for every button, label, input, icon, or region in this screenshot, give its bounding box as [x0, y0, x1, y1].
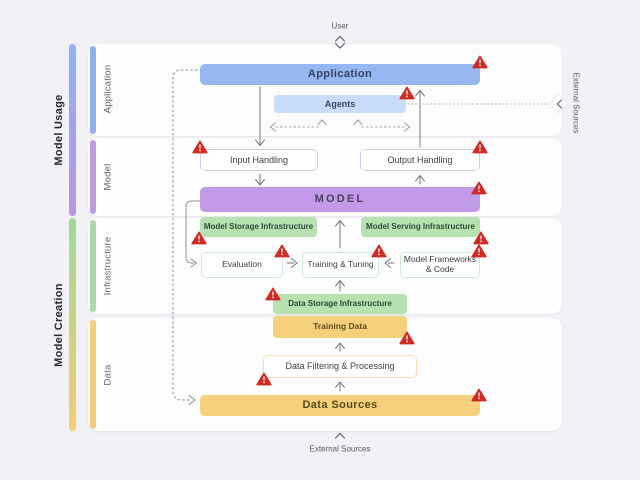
- layer-label-infrastructure: Infrastructure: [102, 236, 114, 296]
- warning-icon[interactable]: [471, 244, 487, 258]
- node-evaluation[interactable]: Evaluation: [201, 252, 283, 278]
- node-model-serving-infrastructure[interactable]: Model Serving Infrastructure: [361, 217, 480, 237]
- external-sources-bottom-label: External Sources: [309, 444, 371, 454]
- node-training-and-tuning[interactable]: Training & Tuning: [302, 252, 379, 278]
- external-sources-right-label: External Sources: [571, 72, 581, 134]
- warning-icon[interactable]: [192, 140, 208, 154]
- chevron-up-icon[interactable]: [334, 432, 346, 439]
- group-label-model-usage: Model Usage: [53, 94, 65, 166]
- node-model[interactable]: MODEL: [200, 187, 480, 212]
- warning-icon[interactable]: [471, 388, 487, 402]
- node-data-sources[interactable]: Data Sources: [200, 395, 480, 416]
- node-input-handling[interactable]: Input Handling: [200, 149, 318, 171]
- layer-label-application: Application: [102, 64, 114, 114]
- warning-icon[interactable]: [399, 331, 415, 345]
- application-layer-bar: [90, 46, 96, 134]
- model-usage-rail: [69, 44, 76, 216]
- node-training-data[interactable]: Training Data: [273, 316, 407, 338]
- node-output-handling[interactable]: Output Handling: [360, 149, 480, 171]
- application-row-card: [88, 44, 562, 136]
- user-label: User: [331, 21, 349, 31]
- warning-icon[interactable]: [471, 181, 487, 195]
- model-layer-bar: [90, 140, 96, 214]
- warning-icon[interactable]: [473, 231, 489, 245]
- warning-icon[interactable]: [371, 244, 387, 258]
- layer-label-model: Model: [102, 163, 114, 191]
- node-model-frameworks-and-code[interactable]: Model Frameworks & Code: [400, 252, 480, 278]
- warning-icon[interactable]: [472, 140, 488, 154]
- node-model-storage-infrastructure[interactable]: Model Storage Infrastructure: [200, 217, 317, 237]
- warning-icon[interactable]: [274, 244, 290, 258]
- warning-icon[interactable]: [191, 231, 207, 245]
- group-label-model-creation: Model Creation: [53, 283, 65, 367]
- node-data-storage-infrastructure[interactable]: Data Storage Infrastructure: [273, 294, 407, 314]
- warning-icon[interactable]: [399, 86, 415, 100]
- node-agents[interactable]: Agents: [274, 95, 406, 113]
- chevron-up-icon[interactable]: [334, 35, 346, 42]
- data-layer-bar: [90, 320, 96, 429]
- warning-icon[interactable]: [265, 287, 281, 301]
- node-application[interactable]: Application: [200, 64, 480, 85]
- warning-icon[interactable]: [256, 372, 272, 386]
- model-creation-rail: [69, 218, 76, 431]
- infrastructure-layer-bar: [90, 220, 96, 312]
- layer-label-data: Data: [102, 364, 114, 386]
- node-data-filtering-and-processing[interactable]: Data Filtering & Processing: [263, 355, 417, 378]
- warning-icon[interactable]: [472, 55, 488, 69]
